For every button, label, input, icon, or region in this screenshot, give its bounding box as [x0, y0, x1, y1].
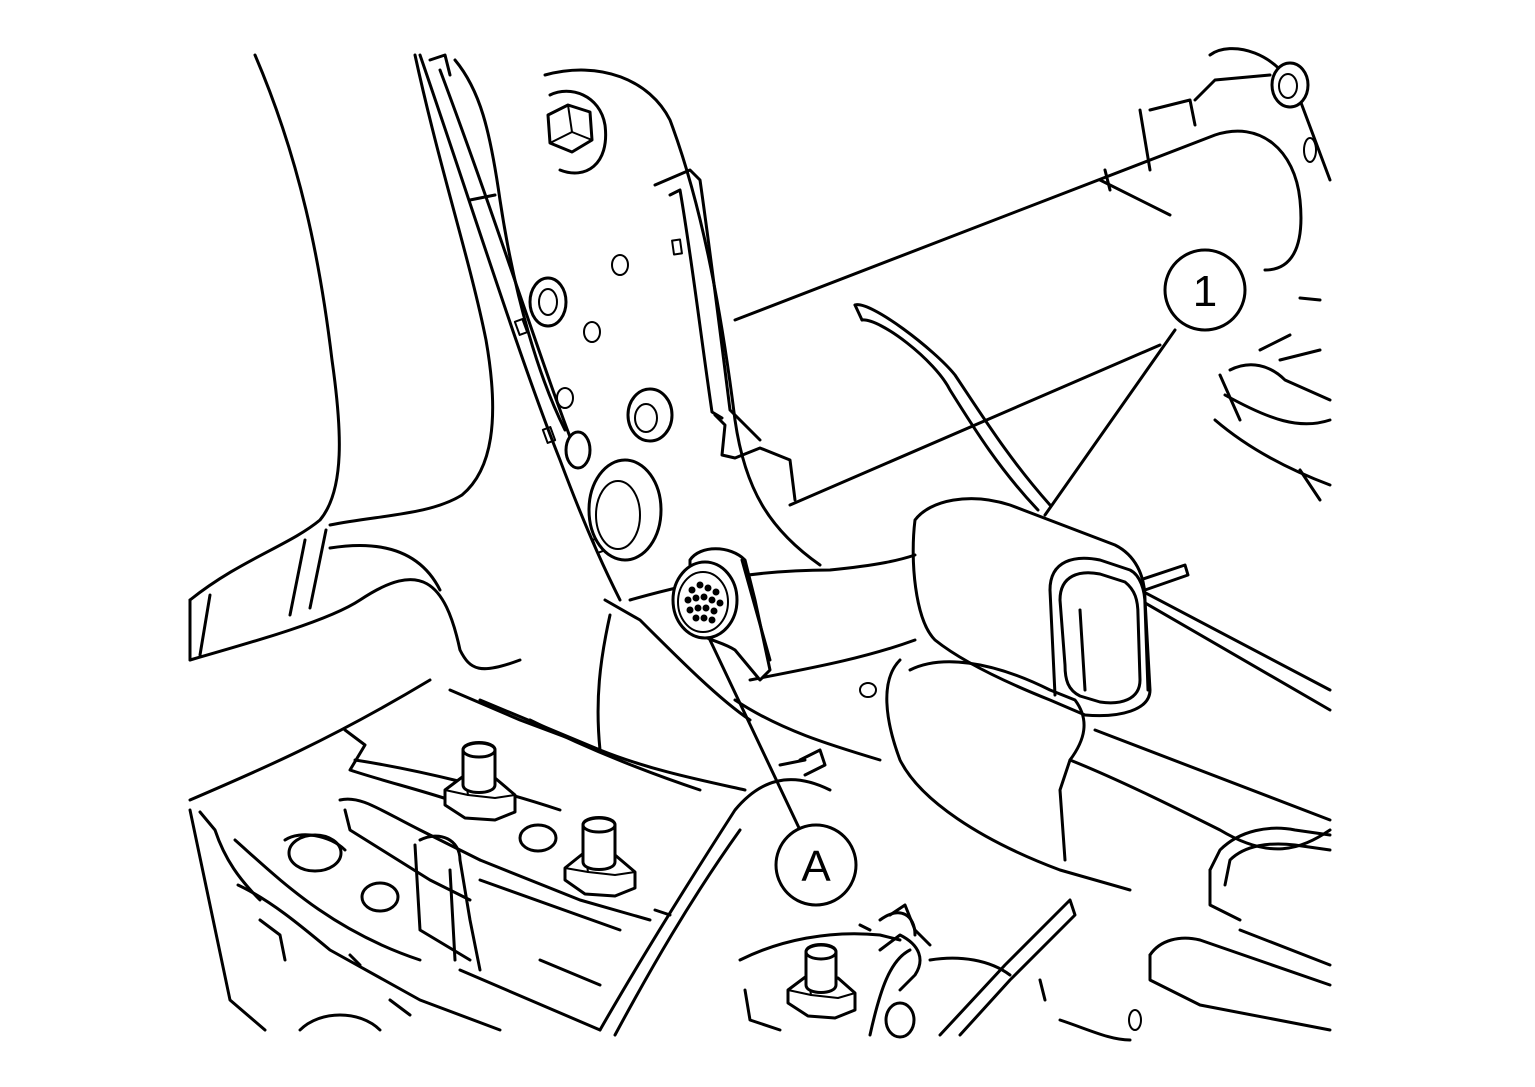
left-body-panel: [188, 53, 522, 671]
floor-bolts: [443, 741, 857, 1020]
buckle-rod: [853, 303, 1332, 712]
callout-1-circle: [1163, 248, 1247, 332]
pillar-hex-bolt: [546, 89, 608, 175]
connector-pins: [684, 581, 724, 624]
callout-a-circle: [774, 823, 858, 907]
callout-a: A: [708, 638, 858, 907]
floor-bolt-1: [443, 741, 517, 822]
seat-frame: [598, 778, 1332, 1042]
pillar-grommets: [528, 276, 674, 562]
floor-bolt-3: [786, 943, 857, 1020]
rear-cross-member: [733, 47, 1332, 507]
callout-1-label: 1: [1193, 267, 1217, 316]
b-pillar: [418, 53, 822, 602]
lower-floor-frame: [188, 678, 747, 1032]
callout-1: 1: [1043, 248, 1247, 517]
seat-belt-buckle: [911, 497, 1152, 718]
callout-a-label: A: [801, 842, 831, 891]
electrical-connector: [671, 547, 772, 682]
floor-bolt-2: [563, 816, 637, 898]
right-background-details: [1213, 333, 1332, 502]
